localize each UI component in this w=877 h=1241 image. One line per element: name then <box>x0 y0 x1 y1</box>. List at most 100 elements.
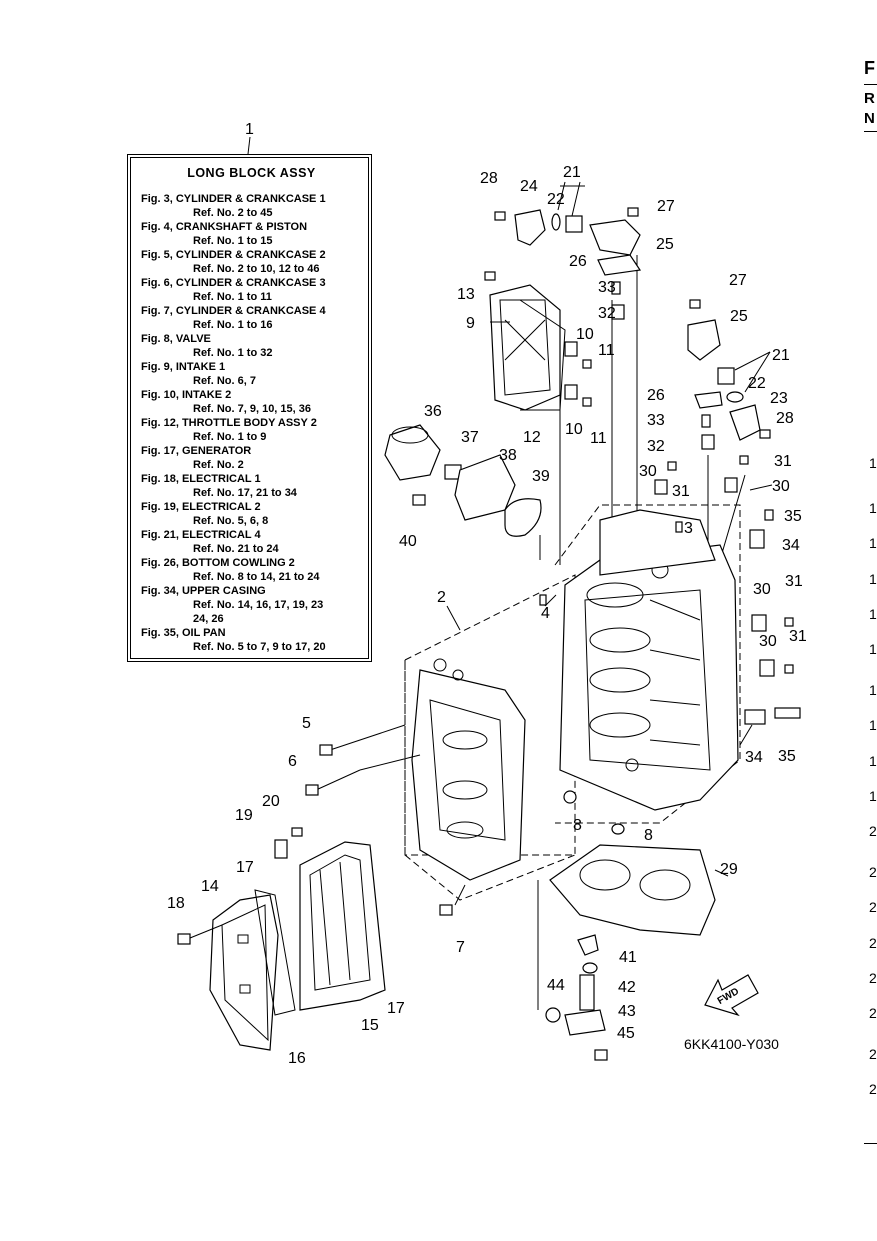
edge-row-number: 2 <box>869 1046 877 1062</box>
screw-33b <box>701 414 711 428</box>
callout-38: 38 <box>499 447 517 464</box>
callout-34a: 34 <box>782 537 800 554</box>
callout-30d: 30 <box>759 633 777 650</box>
callout-11b: 11 <box>590 430 607 447</box>
edge-row-number: 1 <box>869 788 877 804</box>
bolt-13 <box>484 271 496 281</box>
callout-30b: 30 <box>772 478 790 495</box>
long-block-assy-box: LONG BLOCK ASSY Fig. 3, CYLINDER & CRANK… <box>127 154 372 662</box>
callout-6: 6 <box>288 753 297 770</box>
o-ring-8a <box>563 790 577 804</box>
fig-entry: Fig. 6, CYLINDER & CRANKCASE 3 <box>141 277 326 289</box>
bolt-7 <box>439 884 466 916</box>
callout-30a: 30 <box>639 463 657 480</box>
callout-27b: 27 <box>729 272 747 289</box>
edge-row-number: 1 <box>869 717 877 733</box>
sensor-30c <box>751 614 767 632</box>
callout-43: 43 <box>618 1003 636 1020</box>
callout-28b: 28 <box>776 410 794 427</box>
fig-entry: Fig. 3, CYLINDER & CRANKCASE 1 <box>141 193 326 205</box>
ref-entry: Ref. No. 1 to 32 <box>193 347 273 359</box>
fig-entry: Fig. 18, ELECTRICAL 1 <box>141 473 261 485</box>
fig-entry: Fig. 7, CYLINDER & CRANKCASE 4 <box>141 305 326 317</box>
ref-entry: Ref. No. 14, 16, 17, 19, 23 24, 26 <box>193 599 324 625</box>
cylinder-head <box>411 658 526 881</box>
fig-entry: Fig. 12, THROTTLE BODY ASSY 2 <box>141 417 317 429</box>
thermostat-21a <box>565 215 583 233</box>
thermostat-housing-25a <box>589 219 641 256</box>
callout-22a: 22 <box>547 191 565 208</box>
callout-40: 40 <box>399 533 417 550</box>
callout-23: 23 <box>770 390 788 407</box>
edge-row-number: 2 <box>869 1081 877 1097</box>
edge-row-number: 1 <box>869 606 877 622</box>
edge-row-number: 1 <box>869 571 877 587</box>
gasket-12 <box>519 299 566 411</box>
callout-45: 45 <box>617 1025 635 1042</box>
edge-rule <box>864 84 877 85</box>
long-block-assy-title: LONG BLOCK ASSY <box>187 166 316 180</box>
oil-seal-cover <box>209 894 279 1051</box>
clip-19 <box>274 839 288 859</box>
bolt-27a <box>627 207 639 217</box>
clip-10a <box>564 341 578 357</box>
callout-32b: 32 <box>647 438 665 455</box>
bolt-31d <box>784 664 794 674</box>
callout-31a: 31 <box>672 483 690 500</box>
bolt-28b <box>759 429 771 439</box>
bolt-5 <box>319 724 406 756</box>
callout-33a: 33 <box>598 279 616 296</box>
sensor-30a <box>654 479 668 495</box>
callout-15: 15 <box>361 1017 379 1034</box>
clip-10b <box>564 384 578 400</box>
callout-25b: 25 <box>730 308 748 325</box>
gasket-22a <box>551 213 561 231</box>
edge-row-number: 1 <box>869 455 877 471</box>
sensor-30d <box>759 659 775 677</box>
bolt-35a <box>764 509 774 521</box>
exhaust-cover-gasket <box>299 841 386 1011</box>
edge-header-letter: F <box>864 58 875 78</box>
edge-row-number: 2 <box>869 935 877 951</box>
callout-1: 1 <box>245 121 254 138</box>
edge-row-number: 1 <box>869 500 877 516</box>
callout-27a: 27 <box>657 198 675 215</box>
bolt-31b <box>739 455 749 465</box>
callout-10a: 10 <box>576 326 594 343</box>
callout-26a: 26 <box>569 253 587 270</box>
callout-36: 36 <box>424 403 442 420</box>
callout-31b: 31 <box>774 453 792 470</box>
callout-16: 16 <box>288 1050 306 1067</box>
fig-entry: Fig. 26, BOTTOM COWLING 2 <box>141 557 295 569</box>
edge-row-number: 1 <box>869 641 877 657</box>
callout-11a: 11 <box>598 342 615 359</box>
collar-32b <box>701 434 715 450</box>
bolt-18 <box>177 924 223 945</box>
callout-35b: 35 <box>778 748 796 765</box>
callout-5: 5 <box>302 715 311 732</box>
ref-entry: Ref. No. 2 to 45 <box>193 207 273 219</box>
fig-entry: Fig. 10, INTAKE 2 <box>141 389 232 401</box>
callout-33b: 33 <box>647 412 665 429</box>
bolt-31a <box>667 461 677 471</box>
screw-11a <box>582 359 592 369</box>
bolt-27b <box>689 299 701 309</box>
gasket-26b <box>694 391 723 409</box>
gasket-22b <box>726 391 744 403</box>
callout-14: 14 <box>201 878 219 895</box>
callout-30c: 30 <box>753 581 771 598</box>
callout-31c: 31 <box>785 573 803 590</box>
o-ring-39 <box>504 498 542 537</box>
edge-row-number: 2 <box>869 899 877 915</box>
fig-entry: Fig. 17, GENERATOR <box>141 445 252 457</box>
callout-24: 24 <box>520 178 538 195</box>
ref-entry: Ref. No. 17, 21 to 34 <box>193 487 297 499</box>
callout-4: 4 <box>541 605 550 622</box>
fig-entry: Fig. 35, OIL PAN <box>141 627 226 639</box>
callout-35a: 35 <box>784 508 802 525</box>
callout-3: 3 <box>684 520 693 537</box>
callout-18: 18 <box>167 895 185 912</box>
thermostat-housing-25b <box>687 319 721 361</box>
fig-entry: Fig. 21, ELECTRICAL 4 <box>141 529 261 541</box>
